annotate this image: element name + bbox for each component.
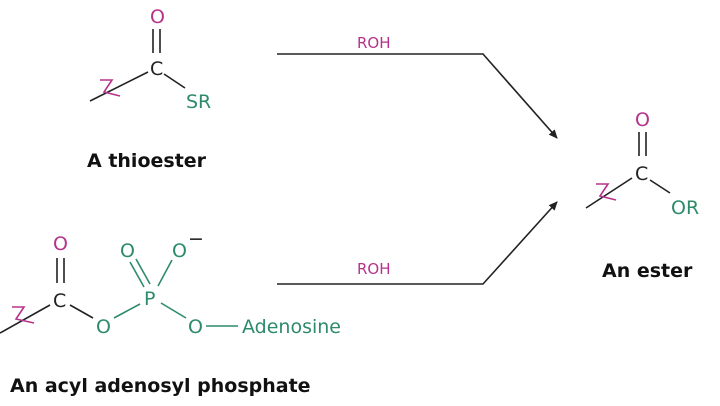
- single-bond: [163, 73, 186, 89]
- bottom-reagent: ROH: [357, 260, 391, 278]
- r-group-bond: [0, 304, 51, 334]
- atom-o: O: [635, 109, 650, 131]
- wavy-bond-icon: [596, 183, 617, 201]
- atom-o: O: [96, 316, 111, 338]
- single-bond: [69, 304, 94, 319]
- atom-sr: SR: [186, 91, 211, 113]
- atom-p: P: [144, 288, 155, 310]
- wavy-bond-icon: [12, 306, 35, 324]
- adenosine-group: Adenosine: [242, 316, 341, 338]
- single-bond: [113, 303, 141, 319]
- atom-c: C: [635, 163, 648, 185]
- r-group-bond: [585, 177, 633, 209]
- atom-or: OR: [671, 197, 699, 219]
- acyl-phosphate-label: An acyl adenosyl phosphate: [10, 375, 311, 397]
- top-reaction-arrow: ROH: [277, 34, 558, 139]
- top-reagent: ROH: [357, 34, 391, 52]
- single-bond: [649, 179, 671, 194]
- ester-structure: O C OR An ester: [585, 109, 699, 282]
- single-bond: [157, 259, 173, 287]
- ester-label: An ester: [602, 260, 693, 282]
- single-bond: [160, 302, 187, 319]
- double-bond: [135, 258, 151, 285]
- atom-o: O: [150, 6, 165, 28]
- wavy-bond-icon: [100, 79, 121, 97]
- double-bond: [129, 261, 145, 288]
- atom-o: O: [188, 316, 203, 338]
- acyl-phosphate-structure: O C O P O O − O Adenosine An acyl adenos…: [0, 228, 341, 397]
- arrow-line: [277, 201, 558, 285]
- atom-c: C: [150, 58, 163, 80]
- atom-c: C: [53, 290, 66, 312]
- atom-o: O: [53, 233, 68, 255]
- atom-o-minus: O: [172, 240, 187, 262]
- arrow-line: [277, 53, 558, 139]
- bottom-reaction-arrow: ROH: [277, 201, 558, 285]
- negative-charge: −: [188, 228, 204, 250]
- r-group-bond: [89, 71, 149, 102]
- thioester-label: A thioester: [87, 150, 207, 172]
- atom-o: O: [120, 240, 135, 262]
- thioester-structure: O C SR A thioester: [87, 6, 211, 172]
